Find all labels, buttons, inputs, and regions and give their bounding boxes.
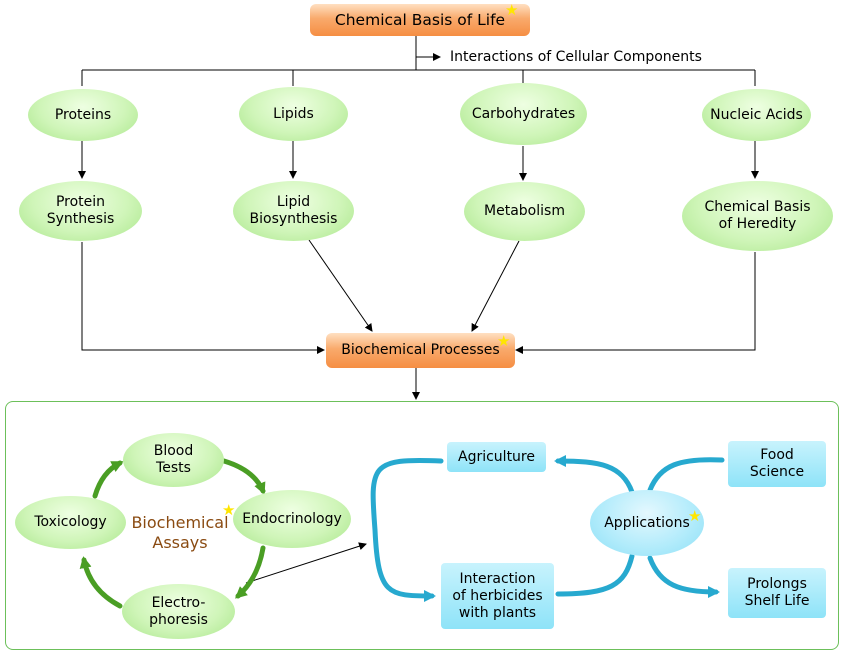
connector-root-link (415, 44, 441, 61)
node-lipid-biosynthesis[interactable]: Lipid Biosynthesis (233, 181, 354, 241)
assays-applications-frame (5, 401, 839, 650)
node-carbohydrates[interactable]: Carbohydrates (460, 83, 587, 145)
star-icon: ★ (505, 1, 519, 19)
flow-arrow-applications-prolongs (647, 555, 720, 598)
node-lipids[interactable]: Lipids (239, 87, 348, 141)
cycle-arrow-electro-toxic (79, 556, 123, 609)
cycle-arrow-blood-endo (221, 458, 266, 495)
arrow-biosynthesis-hub (308, 239, 373, 332)
node-toxicology[interactable]: Toxicology (15, 496, 126, 549)
node-food-science[interactable]: Food Science (728, 441, 826, 487)
star-icon: ★ (688, 507, 702, 525)
flow-arrow-interaction-applications (555, 553, 635, 597)
node-applications-label: Applications (604, 514, 690, 531)
flow-arrow-food-applications (647, 457, 725, 493)
node-lipids-label: Lipids (273, 105, 314, 122)
node-herbicide-interaction[interactable]: Interaction of herbicides with plants (441, 563, 554, 629)
cycle-arrow-endo-electro (235, 545, 266, 599)
node-endocrinology[interactable]: Endocrinology (233, 490, 351, 548)
hub-node-label: Biochemical Processes (341, 342, 500, 358)
root-node[interactable]: Chemical Basis of Life (310, 4, 530, 36)
node-electrophoresis[interactable]: Electro- phoresis (122, 584, 235, 639)
hub-node[interactable]: Biochemical Processes (326, 333, 515, 368)
node-proteins-label: Proteins (54, 106, 112, 123)
node-carbohydrates-label: Carbohydrates (471, 105, 576, 122)
arrow-synthesis-hub (81, 242, 325, 354)
assays-title: Biochemical Assays (131, 513, 229, 552)
node-protein-synthesis[interactable]: Protein Synthesis (19, 181, 142, 241)
flow-arrow-applications-agriculture (554, 455, 635, 495)
cycle-arrow-toxic-blood (92, 460, 124, 499)
node-proteins[interactable]: Proteins (28, 89, 138, 141)
node-metabolism[interactable]: Metabolism (464, 182, 585, 241)
node-nucleic-acids-label: Nucleic Acids (710, 106, 803, 123)
node-prolongs-shelf-life[interactable]: Prolongs Shelf Life (728, 568, 826, 618)
node-chemical-basis-heredity[interactable]: Chemical Basis of Heredity (682, 181, 833, 251)
node-agriculture[interactable]: Agriculture (447, 442, 546, 472)
node-nucleic-acids[interactable]: Nucleic Acids (702, 89, 811, 141)
flow-arrow-agriculture-interaction (370, 457, 444, 602)
star-icon: ★ (222, 501, 236, 519)
node-applications[interactable]: Applications (590, 490, 704, 556)
root-link-label: Interactions of Cellular Components (450, 49, 702, 65)
node-blood-tests[interactable]: Blood Tests (123, 433, 224, 487)
arrow-heredity-hub (515, 252, 756, 354)
arrow-electrophoresis-flow (245, 542, 367, 584)
star-icon: ★ (497, 332, 511, 350)
root-node-label: Chemical Basis of Life (334, 10, 506, 29)
arrow-metabolism-hub (471, 240, 520, 332)
